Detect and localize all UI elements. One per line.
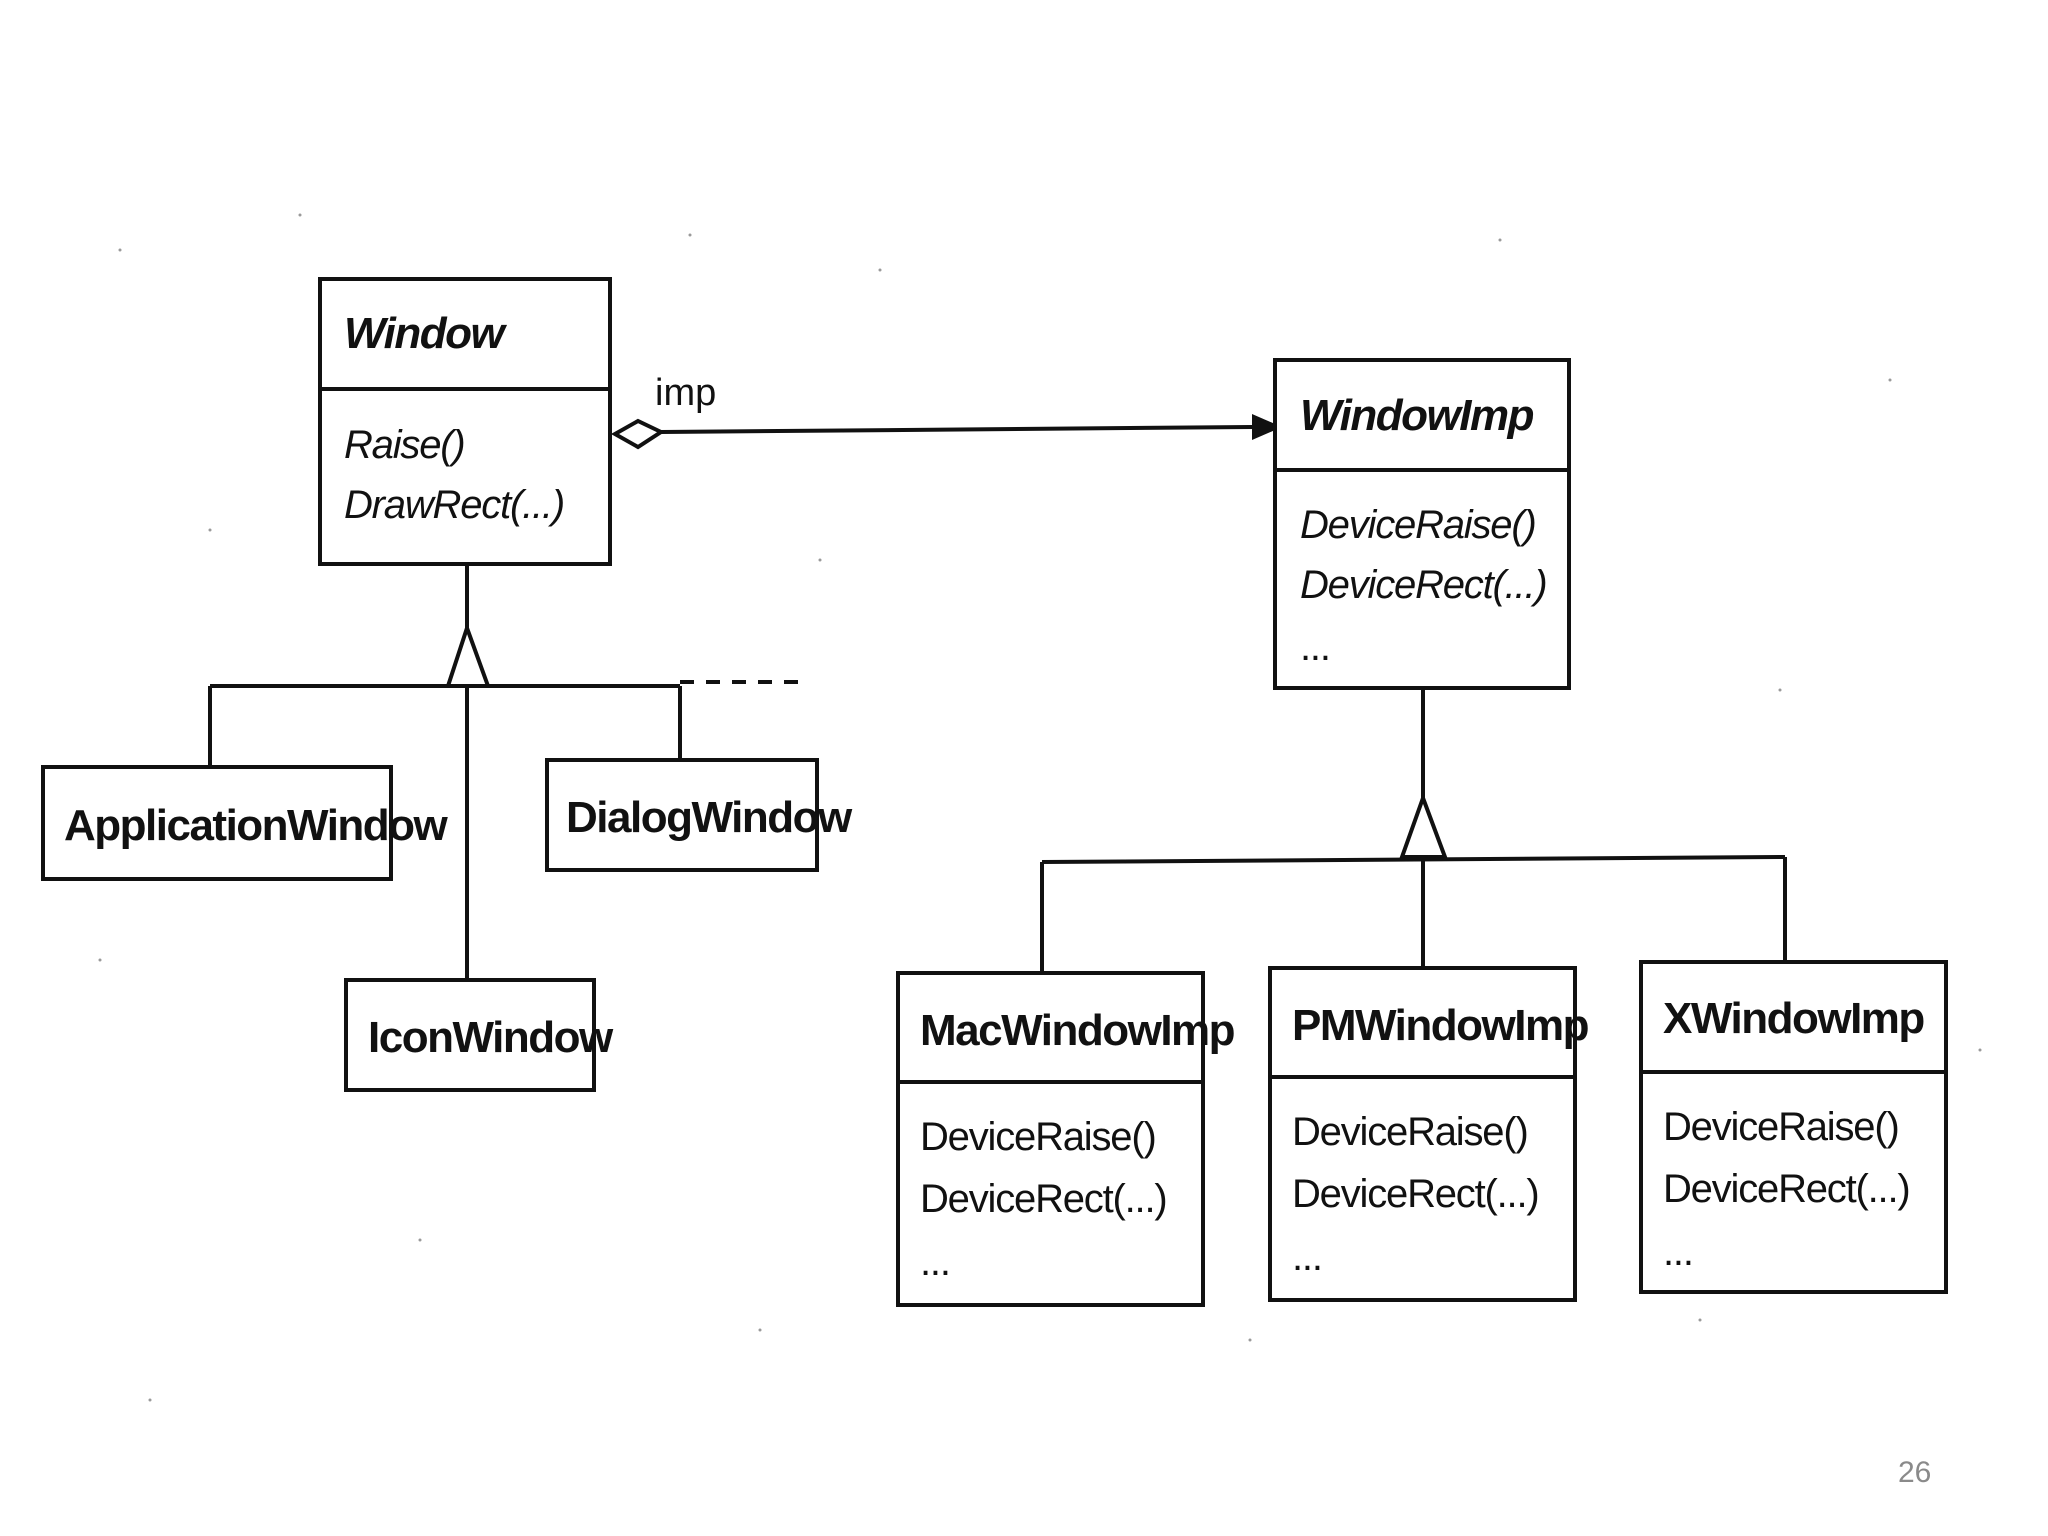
- class-applicationwindow-name: ApplicationWindow: [64, 801, 449, 850]
- class-macwindowimp-op-devicerect: DeviceRect(...): [920, 1177, 1167, 1221]
- generalization-triangle: [1399, 792, 1448, 859]
- class-xwindowimp[interactable]: XWindowImp DeviceRaise() DeviceRect(...)…: [1639, 960, 1948, 1294]
- class-window-name: Window: [344, 309, 507, 358]
- class-macwindowimp-op-deviceraise: DeviceRaise(): [920, 1115, 1156, 1159]
- class-windowimp-op-deviceraise: DeviceRaise(): [1300, 503, 1536, 547]
- class-pmwindowimp-op-ellipsis: ...: [1292, 1235, 1322, 1279]
- class-windowimp-op-ellipsis: ...: [1300, 625, 1330, 669]
- aggregation-diamond: [610, 418, 666, 450]
- scan-noise: [98, 213, 1982, 1402]
- class-dialogwindow[interactable]: DialogWindow: [545, 758, 854, 872]
- class-applicationwindow[interactable]: ApplicationWindow: [41, 765, 450, 881]
- class-windowimp[interactable]: WindowImp DeviceRaise() DeviceRect(...) …: [1273, 358, 1571, 690]
- class-xwindowimp-name: XWindowImp: [1663, 994, 1924, 1043]
- class-pmwindowimp[interactable]: PMWindowImp DeviceRaise() DeviceRect(...…: [1268, 966, 1590, 1302]
- class-xwindowimp-op-devicerect: DeviceRect(...): [1663, 1167, 1910, 1211]
- class-macwindowimp-op-ellipsis: ...: [920, 1240, 950, 1284]
- class-window[interactable]: Window Raise() DrawRect(...): [318, 277, 612, 566]
- class-xwindowimp-op-ellipsis: ...: [1663, 1230, 1693, 1274]
- class-window-op-raise: Raise(): [344, 423, 465, 467]
- class-windowimp-name: WindowImp: [1300, 391, 1534, 440]
- class-macwindowimp-name: MacWindowImp: [920, 1006, 1235, 1055]
- class-dialogwindow-name: DialogWindow: [566, 793, 853, 842]
- generalization-triangle: [445, 621, 491, 688]
- class-pmwindowimp-name: PMWindowImp: [1292, 1001, 1589, 1050]
- class-window-op-drawrect: DrawRect(...): [344, 483, 564, 527]
- class-macwindowimp[interactable]: MacWindowImp DeviceRaise() DeviceRect(..…: [896, 971, 1236, 1307]
- class-iconwindow[interactable]: IconWindow: [344, 978, 615, 1092]
- association-line: [660, 425, 1253, 434]
- class-iconwindow-name: IconWindow: [368, 1013, 614, 1062]
- window-inheritance: [208, 565, 805, 980]
- association-imp: imp: [610, 372, 1282, 450]
- association-role-label: imp: [655, 372, 716, 414]
- association-arrowhead: [1252, 414, 1282, 440]
- class-windowimp-op-devicerect: DeviceRect(...): [1300, 563, 1547, 607]
- page-number: 26: [1898, 1456, 1931, 1489]
- class-xwindowimp-op-deviceraise: DeviceRaise(): [1663, 1105, 1899, 1149]
- windowimp-inheritance: [1040, 690, 1787, 973]
- class-pmwindowimp-op-devicerect: DeviceRect(...): [1292, 1172, 1539, 1216]
- class-pmwindowimp-op-deviceraise: DeviceRaise(): [1292, 1110, 1528, 1154]
